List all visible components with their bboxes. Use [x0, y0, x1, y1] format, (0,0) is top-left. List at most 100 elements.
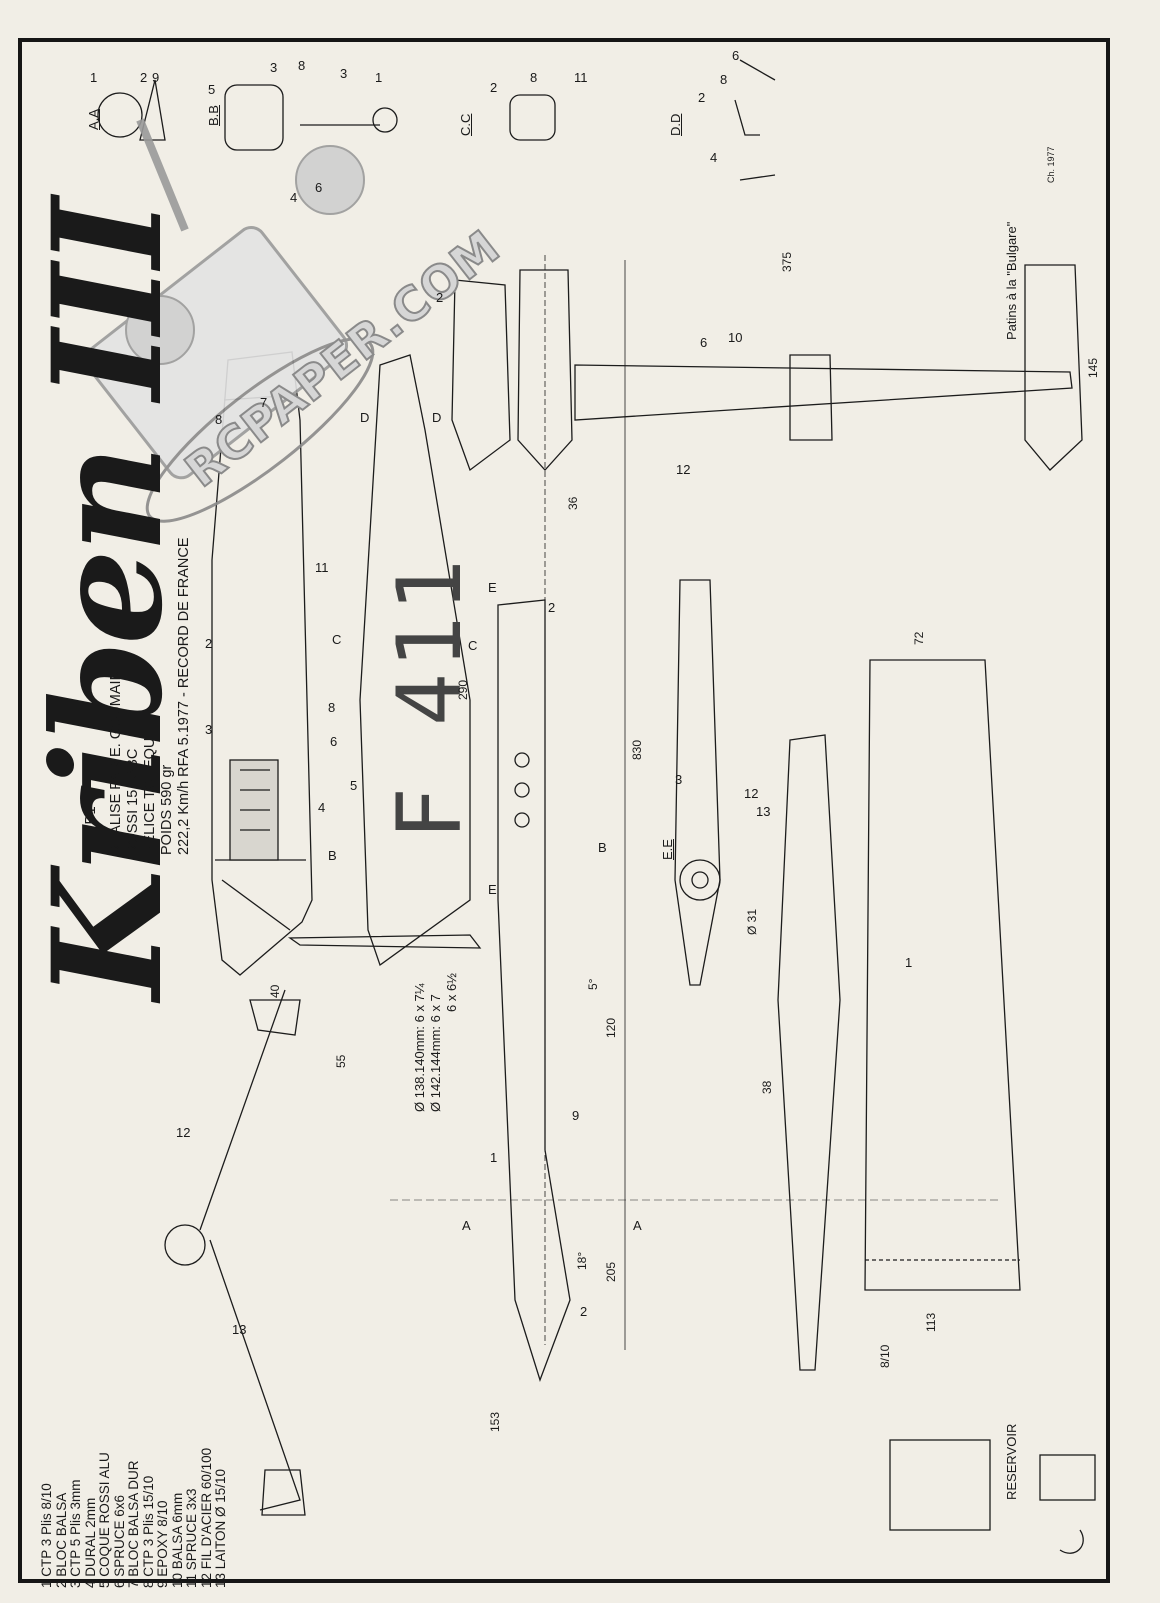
callout-3g: 3: [675, 772, 683, 787]
callout-8f: 8: [328, 700, 336, 715]
float-right-upper: [517, 269, 573, 471]
long-float-side: [497, 599, 571, 1383]
callout-6: 6: [315, 180, 323, 195]
legend-item: 1 CTP 3 Plis 8/10: [39, 1483, 54, 1588]
legend-item: 3 CTP 5 Plis 3mm: [68, 1479, 83, 1588]
section-mark-a-right: A: [633, 1218, 642, 1233]
section-label-bb: B.B: [206, 105, 221, 126]
callout-2d: 2: [698, 90, 706, 105]
legend-item: 12 FIL D'ACIER 60/100: [198, 1447, 214, 1588]
callout-8c: 8: [530, 70, 538, 85]
legend-item: 10 BALSA 6mm: [169, 1492, 185, 1588]
legend-item: 4 DURAL 2mm: [82, 1497, 98, 1588]
callout-5: 5: [208, 82, 216, 97]
legend-item: 6 SPRUCE 6x6: [111, 1494, 127, 1588]
dim-120: 120: [604, 1017, 618, 1038]
callout-13l: 13: [232, 1322, 247, 1337]
plan-border: [18, 38, 1110, 1583]
callout-11c: 11: [574, 70, 588, 85]
spec-line: 222,2 Km/h RFA 5.1977 - RECORD DE FRANCE: [176, 537, 192, 856]
dim-18deg: 18°: [575, 1251, 589, 1270]
callout-8: 8: [298, 58, 306, 73]
dim-72: 72: [912, 631, 926, 645]
legend-item: 9 EPOXY 8/10: [155, 1500, 170, 1588]
float-right: [1024, 264, 1083, 471]
spec-line: HELICE TCHEQUE: [142, 727, 158, 855]
control-disc-top: [249, 999, 301, 1036]
callout-9: 9: [152, 70, 160, 85]
callout-3: 3: [270, 60, 278, 75]
legend-item: 11 SPRUCE 3x3: [184, 1488, 199, 1588]
propeller-line: Ø 142.144mm: 6 x 7: [428, 994, 443, 1112]
legend-item: 8 CTP 3 Plis 15/10: [140, 1475, 156, 1588]
dim-36: 36: [566, 496, 580, 510]
control-disc-bottom: [261, 1469, 306, 1516]
callout-7: 7: [260, 395, 268, 410]
callout-12g: 12: [744, 786, 759, 801]
callout-3b: 3: [340, 66, 348, 81]
dim-153: 153: [488, 1411, 502, 1432]
section-mark-d: D: [360, 410, 370, 425]
section-mark-b-right: B: [598, 840, 607, 855]
legend-item: 13 LAITON Ø 15/10: [213, 1468, 228, 1588]
section-label-dd: D.D: [668, 113, 683, 136]
watermark-transmitter: [84, 118, 375, 523]
specifications: REALISE PAR E. GOUMAIN ROSSI 15 . ABC HE…: [108, 538, 193, 856]
callout-4f: 4: [318, 800, 326, 815]
callout-9h: 9: [572, 1108, 580, 1123]
category-label: "B1": [82, 801, 99, 830]
section-mark-a: A: [462, 1218, 471, 1233]
callout-12l: 12: [176, 1125, 191, 1140]
callout-2h: 2: [580, 1304, 588, 1319]
tail-boom: [574, 364, 1073, 421]
patins-label: Patins à la "Bulgare": [1004, 221, 1019, 340]
section-mark-e-bottom: E: [488, 882, 497, 897]
boom-center: [789, 354, 833, 441]
section-mark-d-right: D: [432, 410, 442, 425]
section-label-aa: A.A: [86, 109, 101, 130]
float-section: [674, 579, 721, 986]
callout-1b: 1: [375, 70, 383, 85]
callout-8g: 8: [215, 412, 223, 427]
dim-145: 145: [1086, 357, 1100, 378]
dim-31: Ø 31: [745, 908, 759, 935]
float-upper: [451, 279, 511, 472]
callout-4: 4: [290, 190, 298, 205]
dim-205: 205: [604, 1261, 618, 1282]
callout-13g: 13: [756, 804, 771, 819]
section-mark-e: E: [488, 580, 497, 595]
callout-2c: 2: [490, 80, 498, 95]
callout-2f: 2: [205, 636, 213, 651]
dim-40: 40: [268, 984, 282, 998]
propeller-line: 6 x 6½: [444, 972, 459, 1012]
spec-line: REALISE PAR E. GOUMAIN: [108, 669, 124, 855]
parts-legend: 1 CTP 3 Plis 8/10 2 BLOC BALSA 3 CTP 5 P…: [39, 1447, 229, 1588]
dim-55: 55: [334, 1054, 348, 1068]
dim-290: 290: [456, 679, 470, 700]
callout-1h: 1: [490, 1150, 498, 1165]
callout-5f: 5: [350, 778, 358, 793]
callout-11: 11: [315, 560, 329, 575]
callout-6e: 6: [700, 335, 708, 350]
callout-2g: 2: [548, 600, 556, 615]
wing-planform: [864, 659, 1021, 1291]
propeller-line: Ø 138.140mm: 6 x 7¼: [412, 983, 427, 1112]
legend-item: 2 BLOC BALSA: [53, 1492, 69, 1588]
dim-810: 8/10: [878, 1344, 892, 1368]
callout-10: 10: [728, 330, 743, 345]
fuselage-top-view: [359, 354, 471, 967]
legend-item: 7 BLOC BALSA DUR: [126, 1460, 141, 1588]
callout-4d: 4: [710, 150, 718, 165]
section-mark-c-right: C: [468, 638, 478, 653]
spec-line: ROSSI 15 . ABC: [125, 748, 141, 855]
spec-line: POIDS 590 gr: [159, 764, 175, 855]
callout-8d: 8: [720, 72, 728, 87]
section-label-ee: E.E: [660, 839, 675, 860]
reservoir-label: RESERVOIR: [1004, 1423, 1019, 1500]
dim-113: 113: [924, 1312, 938, 1332]
legend-item: 5 COQUE ROSSI ALU: [97, 1452, 112, 1588]
callout-1: 1: [90, 70, 98, 85]
section-mark-b: B: [328, 848, 337, 863]
